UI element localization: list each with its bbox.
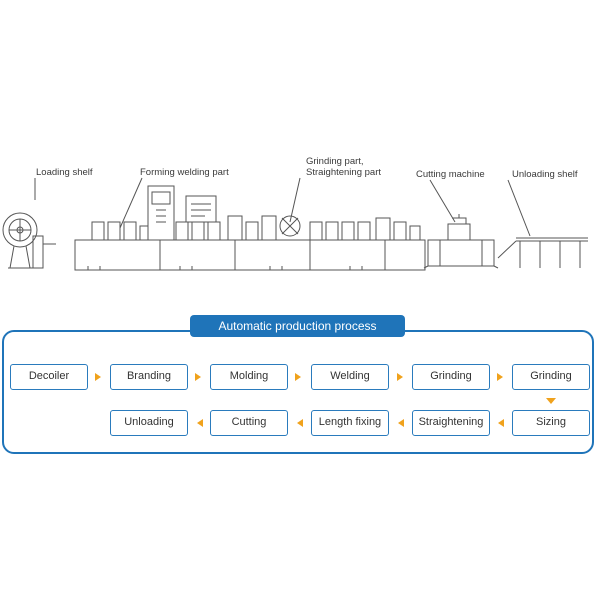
step-decoiler: Decoiler <box>10 364 88 390</box>
flow-arrow-right-icon <box>295 373 301 381</box>
flow-arrow-right-icon <box>95 373 101 381</box>
step-straightening: Straightening <box>412 410 490 436</box>
flow-arrow-left-icon <box>498 419 504 427</box>
step-length-fixing: Length fixing <box>311 410 389 436</box>
unloading-shelf-drawing <box>497 237 588 268</box>
forming-stands <box>91 215 277 241</box>
leader-unloading <box>507 179 531 237</box>
grinding-straightening <box>279 215 421 241</box>
cutting-machine-drawing <box>423 214 499 269</box>
flow-arrow-down-icon <box>546 398 556 404</box>
flow-arrow-left-icon <box>197 419 203 427</box>
step-welding: Welding <box>311 364 389 390</box>
flow-arrow-left-icon <box>297 419 303 427</box>
leader-cutting <box>429 179 456 223</box>
step-grinding-2: Grinding <box>512 364 590 390</box>
callout-grinding-part: Grinding part, <box>306 156 364 167</box>
leader-forming-welding <box>119 177 143 229</box>
control-cabinet-1 <box>147 185 175 241</box>
flow-arrow-left-icon <box>398 419 404 427</box>
process-title: Automatic production process <box>190 315 405 337</box>
callout-straightening-part: Straightening part <box>306 167 381 178</box>
step-branding: Branding <box>110 364 188 390</box>
machine-drawing <box>2 177 588 271</box>
callout-forming-welding-part: Forming welding part <box>140 167 229 178</box>
callout-cutting-machine: Cutting machine <box>416 169 485 180</box>
leader-grinding <box>289 177 301 223</box>
callout-loading-shelf: Loading shelf <box>36 167 93 178</box>
flow-arrow-right-icon <box>497 373 503 381</box>
step-molding: Molding <box>210 364 288 390</box>
step-unloading: Unloading <box>110 410 188 436</box>
control-cabinet-2 <box>185 195 217 223</box>
step-grinding-1: Grinding <box>412 364 490 390</box>
flow-arrow-right-icon <box>195 373 201 381</box>
process-flow-frame <box>2 330 594 454</box>
flow-arrow-right-icon <box>397 373 403 381</box>
decoiler-drawing <box>2 212 56 269</box>
step-sizing: Sizing <box>512 410 590 436</box>
step-cutting: Cutting <box>210 410 288 436</box>
callout-unloading-shelf: Unloading shelf <box>512 169 578 180</box>
production-line-illustration: Loading shelf Forming welding part Grind… <box>2 156 588 271</box>
main-base <box>74 239 426 271</box>
